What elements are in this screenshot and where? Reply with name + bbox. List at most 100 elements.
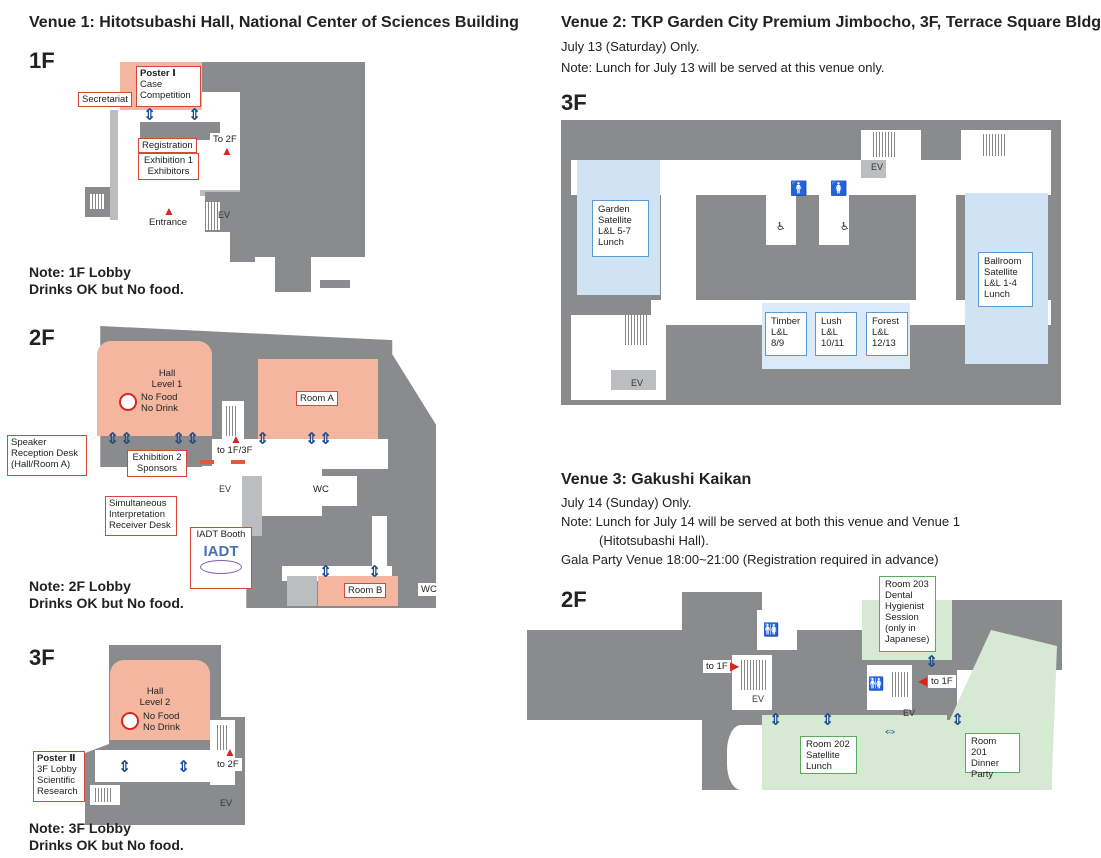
poster1-title: Poster Ⅰ xyxy=(140,68,176,79)
ev-label: EV xyxy=(218,210,231,220)
hall-title: Hall xyxy=(146,686,164,697)
restroom-icon: 🚻 xyxy=(763,622,780,637)
ev-label: EV xyxy=(220,798,233,808)
note-1f-line2: Drinks OK but No food. xyxy=(29,281,184,297)
door-arrow-icon: ⇕ xyxy=(305,431,319,448)
up-arrow-icon: ▲ xyxy=(230,432,242,446)
door-arrow-icon: ⇕ xyxy=(821,712,835,729)
ev-label: EV xyxy=(871,162,884,172)
to-2f-label: to 2F xyxy=(214,758,242,771)
door-arrow-icon: ⇕ xyxy=(106,431,120,448)
venue2-title: Venue 2: TKP Garden City Premium Jimboch… xyxy=(561,14,1101,31)
venue2-date: July 13 (Saturday) Only. xyxy=(561,39,700,54)
note-2f: Note: 2F Lobby Drinks OK but No food. xyxy=(29,578,184,612)
ev-label: EV xyxy=(903,708,916,718)
to-1f-label: to 1F xyxy=(928,675,956,688)
poster1-sub: Case Competition xyxy=(140,79,191,101)
desk-marker xyxy=(231,460,245,464)
hall-level: Level 1 xyxy=(151,379,183,390)
exhibition2-label: Exhibition 2 Sponsors xyxy=(127,450,187,477)
door-arrow-icon: ⇕ xyxy=(769,712,783,729)
door-arrow-icon: ⇕ xyxy=(951,712,965,729)
left-arrow-icon: ◀ xyxy=(918,674,928,688)
venue1-3f-label: 3F xyxy=(29,645,55,670)
venue3-gala: Gala Party Venue 18:00~21:00 (Registrati… xyxy=(561,552,939,567)
note-1f: Note: 1F Lobby Drinks OK but No food. xyxy=(29,264,184,298)
to-1f-label: to 1F xyxy=(703,660,731,673)
door-arrow-icon: ⇕ xyxy=(177,759,191,776)
iadt-booth: IADT Booth IADT xyxy=(190,527,252,589)
restroom-icon: 🚺 xyxy=(830,180,848,196)
exhibition1-label: Exhibition 1 Exhibitors xyxy=(138,153,199,180)
venue3-note-line1: Note: Lunch for July 14 will be served a… xyxy=(561,514,960,529)
timber-label: Timber L&L 8/9 xyxy=(765,312,807,356)
lush-label: Lush L&L 10/11 xyxy=(815,312,857,356)
no-food-icon xyxy=(119,393,137,411)
restroom-icon: 🚹 xyxy=(790,180,808,196)
registration-label: Registration xyxy=(138,138,197,153)
note-2f-line1: Note: 2F Lobby xyxy=(29,578,131,594)
accessible-icon: ♿ xyxy=(776,221,786,233)
room202-label: Room 202 Satellite Lunch xyxy=(800,736,857,774)
no-food-sign: No Food No Drink xyxy=(121,711,201,735)
door-arrow-icon: ⇕ xyxy=(172,431,186,448)
door-arrow-icon: ⇕ xyxy=(319,564,333,581)
venue1-3f-map xyxy=(85,645,245,825)
door-arrow-icon: ⇕ xyxy=(143,107,157,124)
garden-label: Garden Satellite L&L 5-7 Lunch xyxy=(592,200,649,257)
exhibition1-title: Exhibition 1 xyxy=(143,155,194,166)
up-arrow-icon: ▲ xyxy=(163,204,175,218)
iadt-logo: IADT xyxy=(203,543,239,560)
door-arrow-icon: ⇕ xyxy=(120,431,134,448)
poster2-title: Poster Ⅱ xyxy=(37,753,76,764)
ev-label: EV xyxy=(631,378,644,388)
iadt-booth-title: IADT Booth xyxy=(196,529,246,540)
door-arrow-icon: ⇕ xyxy=(188,107,202,124)
room203-label: Room 203 Dental Hygienist Session (only … xyxy=(879,576,936,652)
secretariat-label: Secretariat xyxy=(78,92,132,107)
accessible-icon: ♿ xyxy=(840,221,850,233)
venue1-title: Venue 1: Hitotsubashi Hall, National Cen… xyxy=(29,14,519,31)
venue1-1f-label: 1F xyxy=(29,48,55,73)
note-3f-line2: Drinks OK but No food. xyxy=(29,837,184,853)
room-b-label: Room B xyxy=(344,583,387,598)
to-2f-label: To 2F xyxy=(210,133,240,146)
door-arrow-icon: ⇕ xyxy=(925,654,939,671)
room-a-label: Room A xyxy=(296,391,338,406)
wc-label: WC xyxy=(313,484,329,495)
no-drink-text: No Drink xyxy=(141,403,178,414)
note-1f-line1: Note: 1F Lobby xyxy=(29,264,131,280)
up-arrow-icon: ▲ xyxy=(224,745,236,759)
simul-desk-label: Simultaneous Interpretation Receiver Des… xyxy=(105,496,177,536)
venue3-floor-label: 2F xyxy=(561,587,587,612)
no-food-sign: No Food No Drink xyxy=(119,392,199,416)
no-drink-text: No Drink xyxy=(143,722,180,733)
door-arrow-icon: ⇕ xyxy=(319,431,333,448)
room201-label: Room 201 Dinner Party xyxy=(965,733,1020,780)
door-arrow-icon: ⇕ xyxy=(256,431,270,448)
ballroom-label: Ballroom Satellite L&L 1-4 Lunch xyxy=(978,252,1033,307)
venue2-note: Note: Lunch for July 13 will be served a… xyxy=(561,60,885,75)
forest-label: Forest L&L 12/13 xyxy=(866,312,908,356)
venue3-date: July 14 (Sunday) Only. xyxy=(561,495,692,510)
exhibition1-sub: Exhibitors xyxy=(147,166,190,177)
poster2-label: Poster Ⅱ 3F Lobby Scientific Research xyxy=(33,751,85,802)
hall-level1-label: Hall Level 1 xyxy=(141,368,193,390)
door-arrow-icon: ⇕ xyxy=(186,431,200,448)
restroom-icon: 🚻 xyxy=(868,676,885,691)
no-food-text: No Food xyxy=(141,392,178,403)
note-3f: Note: 3F Lobby Drinks OK but No food. xyxy=(29,820,184,854)
up-arrow-icon: ▲ xyxy=(221,144,233,158)
note-2f-line2: Drinks OK but No food. xyxy=(29,595,184,611)
venue2-floor-label: 3F xyxy=(561,90,587,115)
hall-level: Level 2 xyxy=(139,697,171,708)
ev-label: EV xyxy=(219,484,232,494)
door-arrow-icon: ⇕ xyxy=(368,564,382,581)
desk-marker xyxy=(200,460,214,464)
exhibition2-sub: Sponsors xyxy=(136,463,178,474)
poster2-sub: 3F Lobby Scientific Research xyxy=(37,764,78,797)
door-arrow-icon: ⇕ xyxy=(118,759,132,776)
venue1-1f-map xyxy=(80,62,365,292)
note-3f-line1: Note: 3F Lobby xyxy=(29,820,131,836)
speaker-desk-label: Speaker Reception Desk (Hall/Room A) xyxy=(7,435,87,476)
